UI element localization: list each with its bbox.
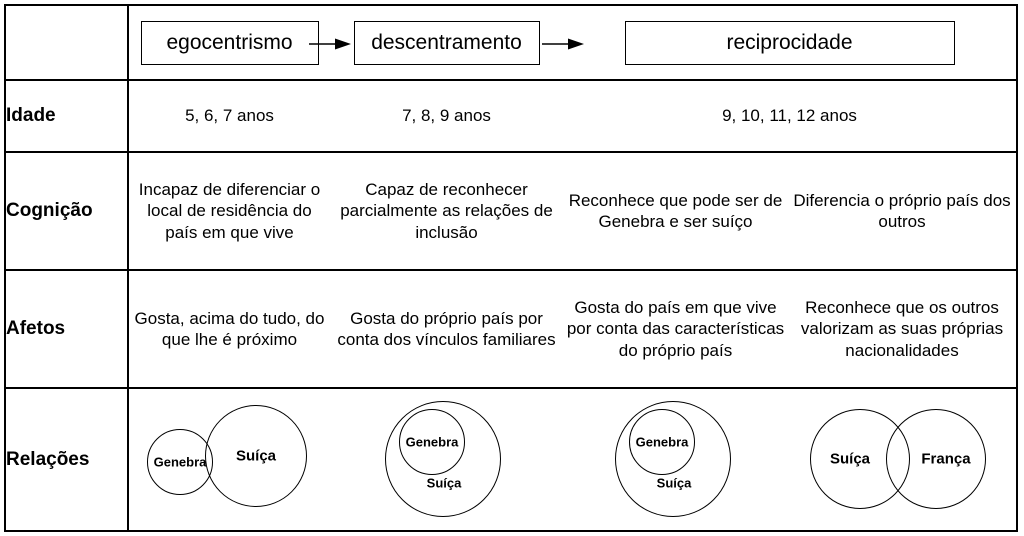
arrow-right-icon-2 — [542, 37, 584, 49]
stage-cell-egocentrismo: egocentrismo — [128, 6, 351, 81]
cell-idade-descentramento: 7, 8, 9 anos — [330, 80, 563, 153]
circle-genebra-2 — [399, 408, 465, 475]
circle-label-suica-1: Suíça — [235, 447, 277, 464]
circle-franca-4 — [886, 408, 986, 509]
row-relacoes: Relações Genebra Suíça Genebra Suíça — [6, 388, 1016, 530]
header-empty-cell — [6, 6, 129, 81]
row-label-idade: Idade — [6, 80, 129, 153]
circle-label-genebra-3: Genebra — [635, 434, 689, 449]
cell-relacoes-reciprocidade-b: Suíça França — [788, 388, 1016, 530]
cell-cognicao-reciprocidade-b: Diferencia o próprio país dos outros — [788, 152, 1016, 271]
circle-label-genebra-1: Genebra — [153, 454, 207, 469]
cell-relacoes-egocentrismo: Genebra Suíça — [128, 388, 330, 530]
circle-suica-2 — [385, 400, 501, 517]
cell-cognicao-descentramento: Capaz de reconhecer parcialmente as rela… — [330, 152, 563, 271]
cell-idade-reciprocidade: 9, 10, 11, 12 anos — [563, 80, 1016, 153]
row-cognicao: Cognição Incapaz de diferenciar o local … — [6, 152, 1016, 271]
row-label-cognicao: Cognição — [6, 152, 129, 271]
diagram-two-separate-circles: Genebra Suíça — [129, 391, 330, 529]
cell-cognicao-egocentrismo: Incapaz de diferenciar o local de residê… — [128, 152, 330, 271]
cell-afetos-egocentrismo: Gosta, acima do tudo, do que lhe é próxi… — [128, 270, 330, 389]
cell-cognicao-reciprocidade-a: Reconhece que pode ser de Genebra e ser … — [563, 152, 788, 271]
row-afetos: Afetos Gosta, acima do tudo, do que lhe … — [6, 270, 1016, 389]
stage-matrix-table: egocentrismo descentramento — [6, 6, 1016, 530]
cell-idade-egocentrismo: 5, 6, 7 anos — [128, 80, 330, 153]
diagram-nested-circles-2: Genebra Suíça — [563, 391, 788, 529]
cell-afetos-descentramento: Gosta do próprio país por conta dos vínc… — [330, 270, 563, 389]
circle-label-suica-2: Suíça — [426, 475, 462, 490]
stage-header-row: egocentrismo descentramento — [6, 6, 1016, 81]
stage-box-egocentrismo[interactable]: egocentrismo — [140, 20, 319, 65]
circle-label-franca-4: França — [921, 450, 971, 467]
circle-suica-3 — [615, 400, 731, 517]
circle-suica-1 — [205, 404, 307, 507]
stage-box-reciprocidade[interactable]: reciprocidade — [624, 20, 955, 65]
diagram-overlapping-circles: Suíça França — [788, 391, 1016, 529]
cell-relacoes-reciprocidade-a: Genebra Suíça — [563, 388, 788, 530]
circle-label-suica-4: Suíça — [829, 450, 871, 467]
row-idade: Idade 5, 6, 7 anos 7, 8, 9 anos 9, 10, 1… — [6, 80, 1016, 153]
row-label-relacoes: Relações — [6, 388, 129, 530]
circle-label-genebra-2: Genebra — [405, 434, 459, 449]
cell-relacoes-descentramento: Genebra Suíça — [330, 388, 563, 530]
cell-afetos-reciprocidade-b: Reconhece que os outros valorizam as sua… — [788, 270, 1016, 389]
stage-box-descentramento[interactable]: descentramento — [353, 20, 540, 65]
arrow-right-icon-1 — [309, 37, 351, 49]
diagram-frame: egocentrismo descentramento — [4, 4, 1018, 532]
stage-cell-reciprocidade: reciprocidade — [563, 6, 1016, 81]
cell-afetos-reciprocidade-a: Gosta do país em que vive por conta das … — [563, 270, 788, 389]
circle-genebra-3 — [629, 408, 695, 475]
diagram-nested-circles-1: Genebra Suíça — [330, 391, 563, 529]
circle-label-suica-3: Suíça — [656, 475, 692, 490]
row-label-afetos: Afetos — [6, 270, 129, 389]
stage-cell-descentramento: descentramento — [330, 6, 584, 81]
